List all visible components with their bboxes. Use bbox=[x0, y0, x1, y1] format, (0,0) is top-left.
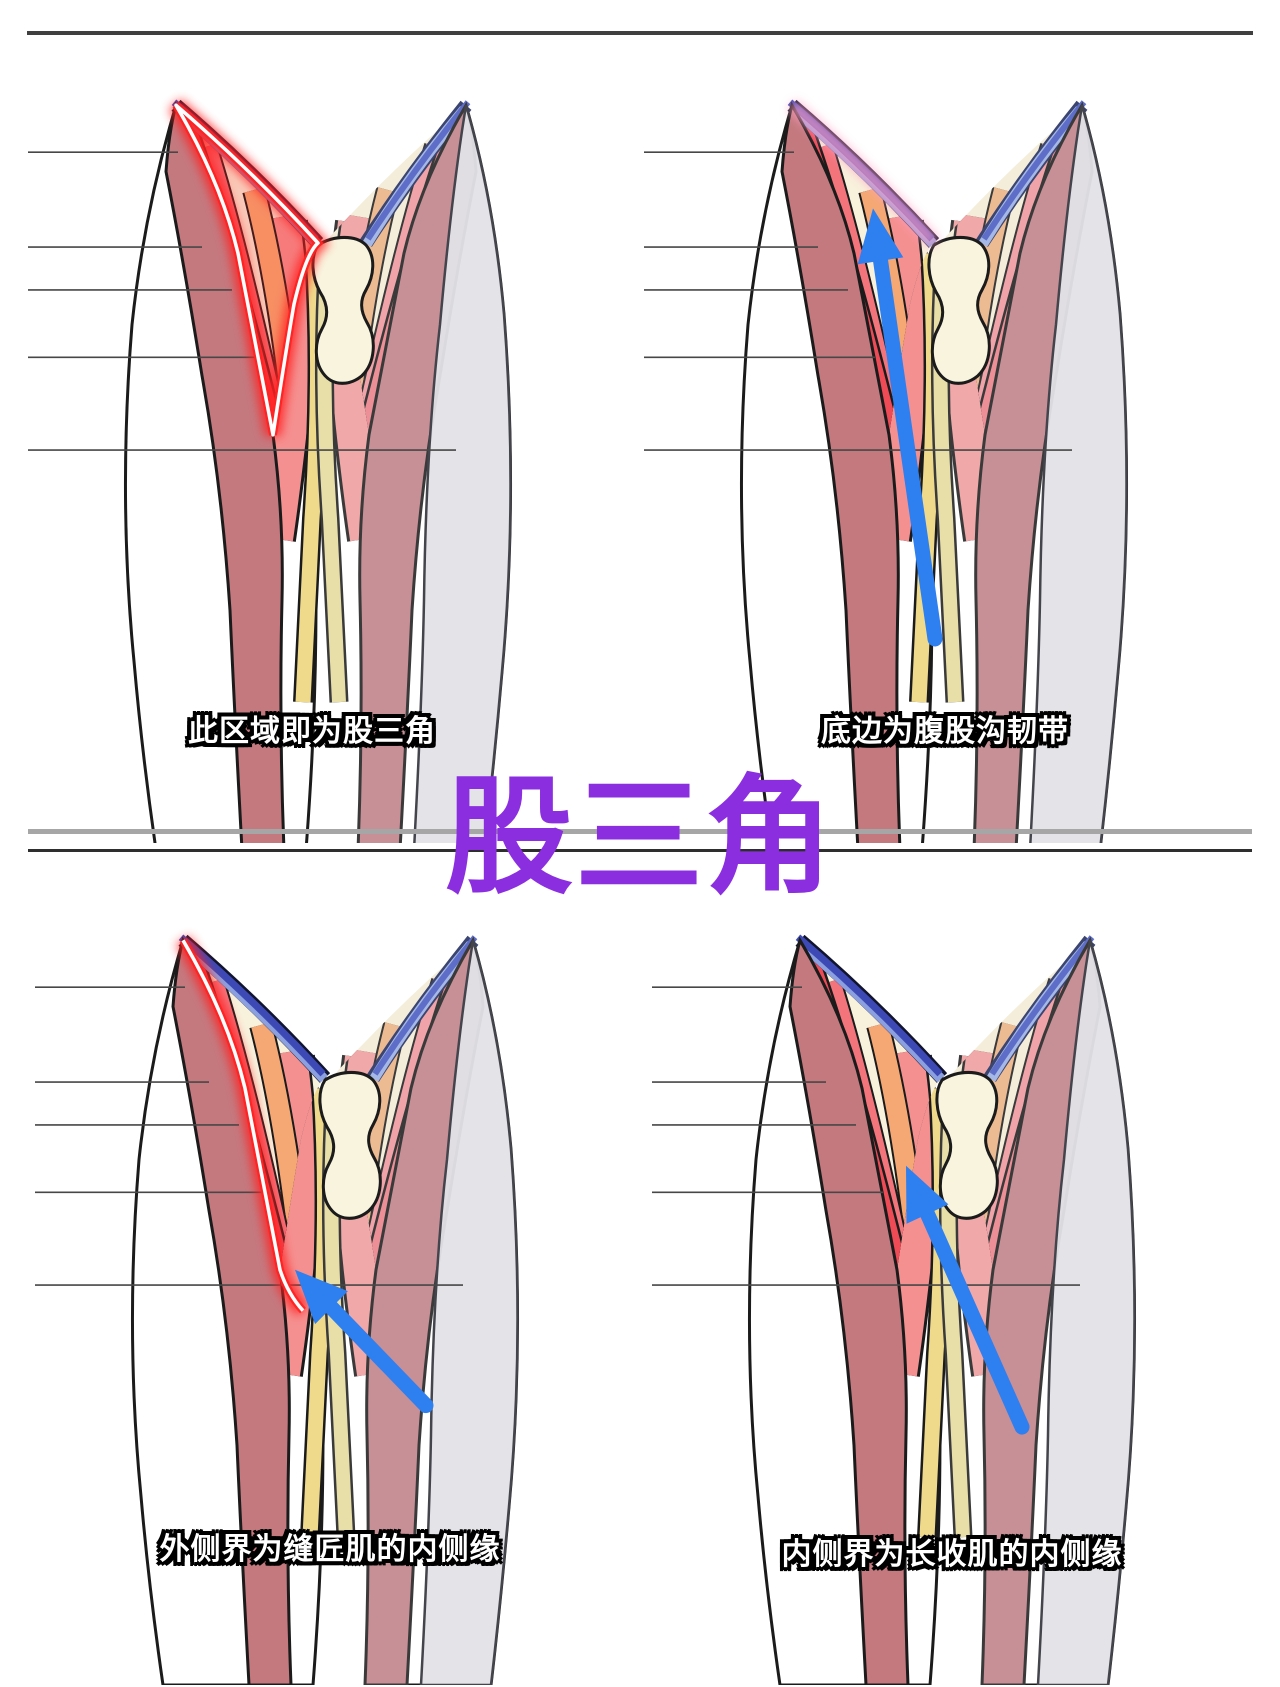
blue-arrow-head bbox=[857, 208, 904, 265]
blue-arrow-shaft bbox=[307, 1282, 434, 1414]
panel-inguinal-ligament-base: 底边为腹股沟韧带 bbox=[640, 0, 1280, 843]
panel-femoral-triangle-region: 此区域即为股三角 bbox=[0, 0, 640, 843]
anatomy-figure-thigh bbox=[650, 925, 1210, 1685]
blue-arrow-head bbox=[906, 1165, 949, 1224]
caption-medial-border-adductor-longus: 内侧界为长收肌的内侧缘 bbox=[781, 1537, 1123, 1572]
page-title: 股三角 bbox=[444, 763, 836, 912]
middle-divider-line-gray bbox=[28, 829, 1252, 834]
anatomy-figure-thigh bbox=[642, 90, 1202, 843]
blue-arrow-shaft bbox=[869, 229, 943, 647]
top-divider-line bbox=[27, 31, 1253, 35]
caption-lateral-border-sartorius: 外侧界为缝匠肌的内侧缘 bbox=[159, 1532, 501, 1567]
middle-divider-line-dark bbox=[28, 849, 1252, 852]
blue-arrow-shaft bbox=[910, 1184, 1030, 1435]
femoral-triangle-outline-white bbox=[174, 103, 320, 437]
anatomy-figure-thigh bbox=[26, 90, 586, 843]
panel-lateral-border-sartorius: 外侧界为缝匠肌的内侧缘 bbox=[0, 843, 640, 1687]
panel-medial-border-adductor-longus: 内侧界为长收肌的内侧缘 bbox=[640, 843, 1280, 1687]
inguinal-ligament-pink-glow bbox=[787, 100, 939, 248]
anatomy-figure-thigh bbox=[33, 925, 593, 1685]
blue-arrow-head bbox=[295, 1269, 348, 1325]
caption-inguinal-ligament-base: 底边为腹股沟韧带 bbox=[821, 714, 1069, 749]
sartorius-medial-edge-line-white bbox=[181, 939, 305, 1312]
caption-femoral-triangle-region: 此区域即为股三角 bbox=[188, 714, 436, 749]
